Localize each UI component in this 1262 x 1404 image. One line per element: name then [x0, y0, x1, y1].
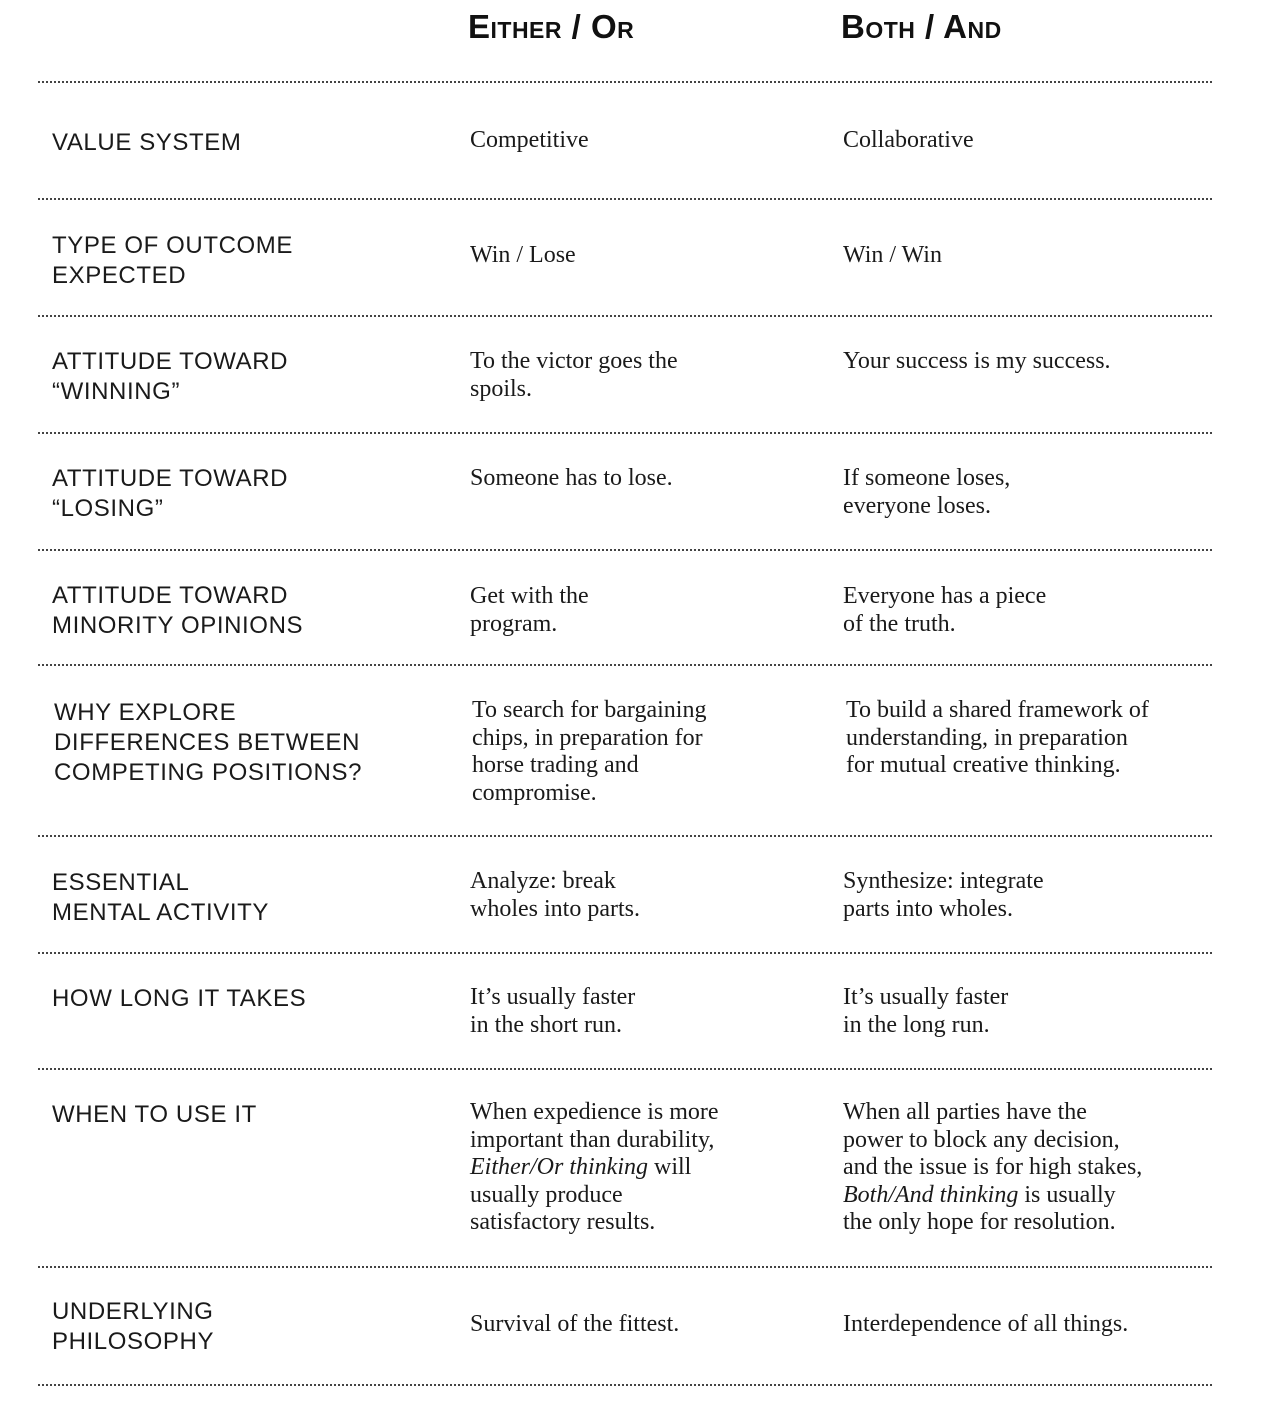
either-or-cell: Get with the program. [470, 583, 589, 637]
both-and-cell: It’s usually faster in the long run. [843, 984, 1009, 1038]
either-or-cell: To search for bargaining chips, in prepa… [472, 697, 707, 806]
both-and-cell: Collaborative [843, 127, 974, 153]
row-divider [38, 835, 1212, 837]
row-label: HOW LONG IT TAKES [52, 985, 307, 1012]
row-divider [38, 1068, 1212, 1070]
both-and-cell: If someone loses, everyone loses. [843, 465, 1011, 519]
either-or-cell: Competitive [470, 127, 589, 153]
cell-line-tail: will [647, 1154, 692, 1180]
row-divider [38, 1384, 1212, 1386]
row-divider [38, 549, 1212, 551]
cell-line: important than durability, [470, 1126, 715, 1153]
both-and-cell: Your success is my success. [843, 348, 1111, 374]
row-divider [38, 1266, 1212, 1268]
both-and-cell: To build a shared framework of understan… [846, 697, 1149, 778]
both-and-cell: Win / Win [843, 242, 942, 268]
row-label: WHEN TO USE IT [52, 1101, 257, 1128]
cell-line: the only hope for resolution. [843, 1209, 1116, 1235]
cell-line: satisfactory results. [470, 1209, 656, 1235]
both-and-cell: Everyone has a piece of the truth. [843, 583, 1047, 637]
either-or-header: Either / Or [468, 8, 635, 45]
row-label: ATTITUDE TOWARD “WINNING” [52, 348, 289, 405]
cell-line: and the issue is for high stakes, [843, 1154, 1143, 1180]
row-divider [38, 315, 1212, 317]
cell-line-tail: is usually [1018, 1181, 1116, 1208]
row-label: UNDERLYING PHILOSOPHY [52, 1298, 215, 1355]
both-and-cell: When all parties have the power to block… [843, 1099, 1233, 1237]
row-label: ATTITUDE TOWARD MINORITY OPINIONS [52, 582, 304, 639]
cell-line: When all parties have the [843, 1099, 1087, 1125]
row-label: TYPE OF OUTCOME EXPECTED [52, 232, 294, 289]
row-divider [38, 952, 1212, 954]
cell-line: usually produce [470, 1181, 623, 1208]
cell-line: Either/Or thinking will [470, 1154, 840, 1182]
row-divider [38, 664, 1212, 666]
either-or-cell: Someone has to lose. [470, 465, 673, 491]
either-or-cell: Analyze: break wholes into parts. [470, 868, 640, 922]
both-and-cell: Interdependence of all things. [843, 1311, 1129, 1337]
row-label: WHY EXPLORE DIFFERENCES BETWEEN COMPETIN… [54, 699, 363, 786]
emphasis-text: Either/Or thinking [470, 1154, 648, 1180]
cell-line: Both/And thinking is usually [843, 1182, 1233, 1210]
cell-line: power to block any decision, [843, 1126, 1120, 1153]
either-or-cell: To the victor goes the spoils. [470, 348, 678, 402]
row-divider [38, 198, 1212, 200]
either-or-cell: Win / Lose [470, 242, 576, 268]
both-and-cell: Synthesize: integrate parts into wholes. [843, 868, 1044, 922]
row-label: ESSENTIAL MENTAL ACTIVITY [52, 869, 270, 926]
row-label: ATTITUDE TOWARD “LOSING” [52, 465, 289, 522]
both-and-header: Both / And [841, 8, 1002, 45]
either-or-cell: It’s usually faster in the short run. [470, 984, 636, 1038]
either-or-cell: When expedience is more important than d… [470, 1099, 840, 1237]
cell-line: When expedience is more [470, 1099, 719, 1125]
either-or-cell: Survival of the fittest. [470, 1311, 680, 1337]
row-divider [38, 81, 1212, 83]
emphasis-text: Both/And thinking [843, 1181, 1019, 1208]
row-label: VALUE SYSTEM [52, 129, 242, 156]
row-divider [38, 432, 1212, 434]
